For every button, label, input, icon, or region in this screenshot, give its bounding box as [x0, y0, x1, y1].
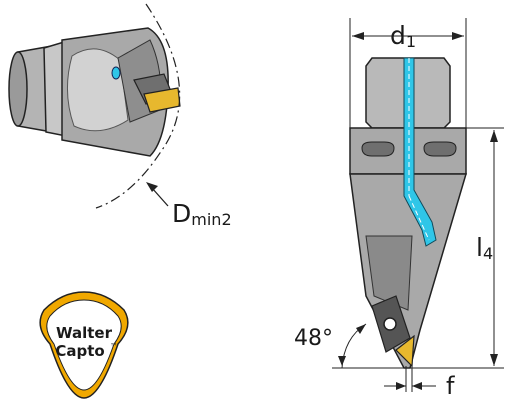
l4-arrow-top [490, 130, 498, 142]
tool-side-view: d1 l4 48° [294, 18, 504, 400]
logo-line2: Capto [55, 342, 104, 360]
side-head-shadow [365, 235, 413, 311]
d1-label: d1 [390, 21, 416, 51]
walter-capto-logo: Walter Capto ™ [39, 291, 129, 399]
coolant-channel [403, 57, 437, 247]
insert-screw [383, 317, 397, 331]
shank-end-face [8, 51, 28, 127]
side-insert-tip [395, 334, 415, 368]
d1-arrow-left [352, 32, 364, 40]
l4-label: l4 [476, 233, 493, 263]
d1-arrow-right [452, 32, 464, 40]
coolant-outlet [111, 66, 121, 80]
logo-line1: Walter [56, 324, 113, 342]
side-slot-right [423, 141, 457, 157]
tool-perspective-view: Dmin2 [8, 3, 232, 229]
angle-label: 48° [294, 326, 333, 351]
logo-inner [46, 299, 122, 391]
side-slot-left [361, 141, 395, 157]
angle-arrow-top [356, 324, 366, 334]
angle-arc [341, 323, 367, 369]
f-arrow-left [396, 382, 406, 390]
l4-arrow-bottom [490, 354, 498, 366]
dmin2-label: Dmin2 [172, 199, 232, 229]
dmin2-arrowhead [146, 182, 158, 192]
logo-trademark: ™ [110, 342, 118, 351]
f-arrow-right [412, 382, 422, 390]
coolant-centerline-angled [408, 195, 430, 241]
insert-perspective [143, 87, 181, 113]
angle-arrow-bottom [338, 356, 346, 366]
f-label: f [446, 372, 455, 400]
dmin2-leader [151, 187, 169, 207]
